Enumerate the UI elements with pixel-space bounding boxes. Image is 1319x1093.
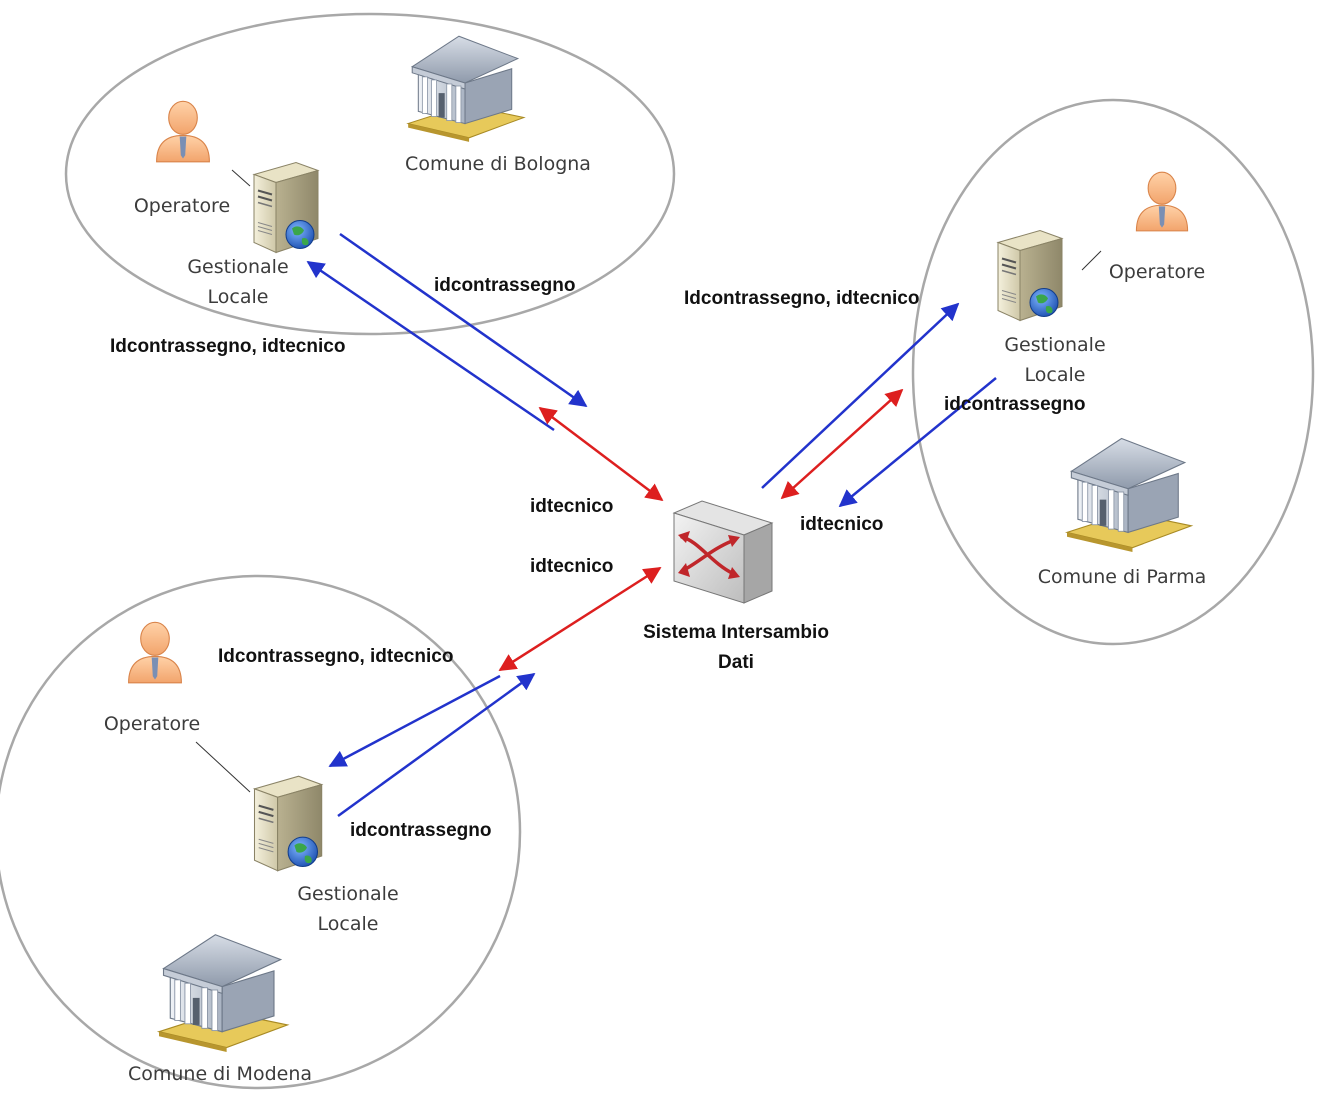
gestionale-parma-line2: Locale: [1025, 364, 1086, 386]
flow-modena-in-label: Idcontrassegno, idtecnico: [218, 646, 453, 667]
server-icon: [996, 229, 1064, 322]
operatore-bologna-connector: [231, 169, 251, 187]
operatore-bologna-label: Operatore: [134, 195, 230, 217]
gestionale-modena-line1: Gestionale: [297, 883, 398, 905]
person-icon: [156, 100, 210, 163]
zone-parma-outline: [911, 98, 1315, 646]
building-icon: [407, 35, 525, 142]
operatore-modena-label: Operatore: [104, 713, 200, 735]
person-icon: [128, 621, 182, 684]
arrow-modena-hub: [498, 566, 662, 672]
zone-modena-outline: [0, 574, 522, 1090]
hub-label-line1: Sistema Intersambio: [643, 622, 829, 643]
flow-bologna-hub-label: idtecnico: [530, 496, 613, 517]
arrow-modena-in: [328, 674, 501, 768]
flow-bologna-out-label: idcontrassegno: [434, 275, 575, 296]
arrow-modena-out: [337, 672, 536, 818]
operatore-parma-label: Operatore: [1109, 261, 1205, 283]
comune-modena-label: Comune di Modena: [128, 1063, 312, 1085]
comune-bologna-label: Comune di Bologna: [405, 153, 591, 175]
zone-bologna-outline: [64, 12, 676, 336]
building-icon: [158, 934, 289, 1052]
gestionale-modena-line2: Locale: [318, 913, 379, 935]
comune-parma-label: Comune di Parma: [1038, 566, 1206, 588]
building-icon: [1066, 437, 1192, 552]
flow-modena-hub-label: idtecnico: [530, 556, 613, 577]
server-icon: [252, 161, 320, 254]
operatore-parma-connector: [1081, 250, 1102, 271]
flow-parma-in-label: Idcontrassegno, idtecnico: [684, 288, 919, 309]
flow-parma-hub-label: idtecnico: [800, 514, 883, 535]
arrow-parma-hub: [780, 388, 904, 500]
flow-modena-out-label: idcontrassegno: [350, 820, 491, 841]
gestionale-bologna-line2: Locale: [208, 286, 269, 308]
hub-label-line2: Dati: [718, 652, 754, 673]
arrow-bologna-in: [306, 260, 555, 432]
person-icon: [1135, 171, 1189, 232]
arrow-parma-out: [838, 377, 997, 508]
server-icon: [253, 775, 323, 872]
flow-parma-out-label: idcontrassegno: [944, 394, 1085, 415]
arrow-parma-in: [761, 302, 960, 489]
arrow-bologna-out: [339, 232, 588, 408]
flow-bologna-in-label: Idcontrassegno, idtecnico: [110, 336, 345, 357]
switch-icon: [672, 499, 774, 605]
gestionale-bologna-line1: Gestionale: [187, 256, 288, 278]
arrow-bologna-hub: [538, 406, 664, 502]
gestionale-parma-line1: Gestionale: [1004, 334, 1105, 356]
operatore-modena-connector: [195, 741, 251, 793]
